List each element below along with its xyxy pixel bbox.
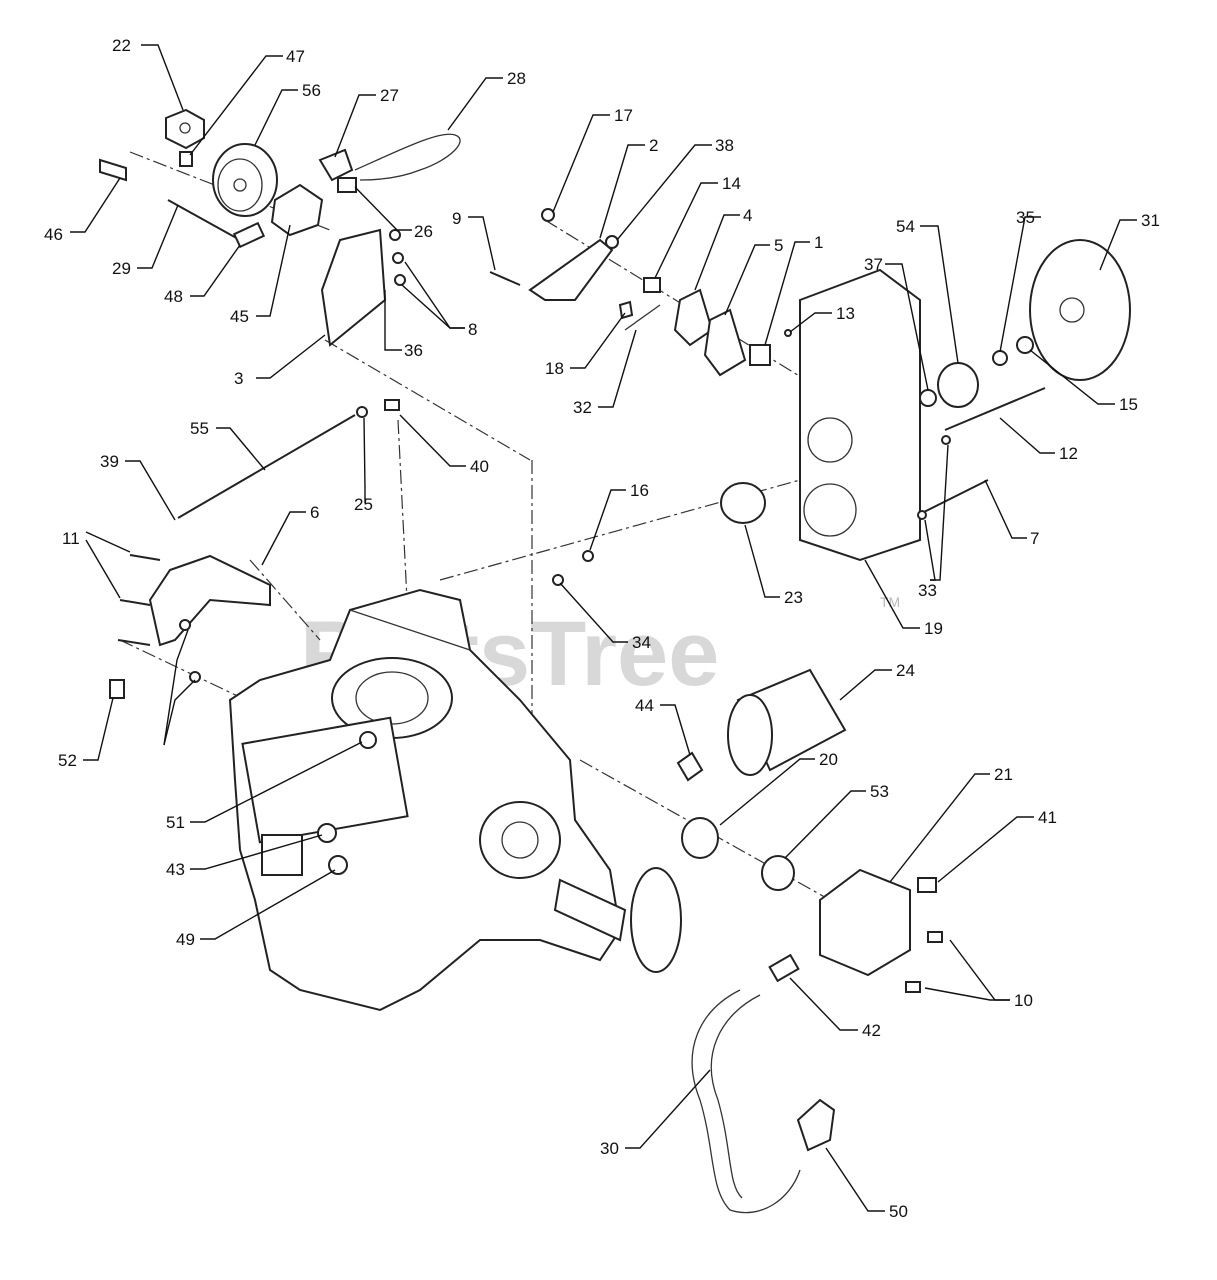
callout-label: 24 <box>896 661 915 680</box>
callout-label: 15 <box>1119 395 1138 414</box>
callout-label: 42 <box>862 1021 881 1040</box>
callout-label: 47 <box>286 47 305 66</box>
callout-label: 25 <box>354 495 373 514</box>
callout-label: 55 <box>190 419 209 438</box>
callout-label: 39 <box>100 452 119 471</box>
callout-label: 33 <box>918 581 937 600</box>
callout-label: 37 <box>864 255 883 274</box>
callout-label: 7 <box>1030 529 1039 548</box>
callout-label: 3 <box>234 369 243 388</box>
callout-label: 9 <box>452 209 461 228</box>
callout-label: 26 <box>414 222 433 241</box>
callout-label: 54 <box>896 217 915 236</box>
callout-label: 2 <box>649 136 658 155</box>
callout-label: 28 <box>507 69 526 88</box>
callout-label: 11 <box>62 529 80 548</box>
callout-label: 53 <box>870 782 889 801</box>
watermark-trademark: TM <box>880 594 900 610</box>
callout-label: 56 <box>302 81 321 100</box>
callout-label: 35 <box>1016 208 1035 227</box>
callout-label: 16 <box>630 481 649 500</box>
callout-label: 49 <box>176 930 195 949</box>
callout-label: 40 <box>470 457 489 476</box>
parts-drawing <box>99 108 1131 1214</box>
callout-label: 43 <box>166 860 185 879</box>
callout-labels: 22 47 56 27 28 46 29 48 45 26 3 36 8 17 … <box>44 36 1160 1221</box>
callout-label: 14 <box>722 174 741 193</box>
callout-label: 31 <box>1141 211 1160 230</box>
callout-label: 5 <box>774 236 783 255</box>
callout-label: 51 <box>166 813 185 832</box>
callout-label: 48 <box>164 287 183 306</box>
callout-label: 8 <box>468 320 477 339</box>
callout-label: 22 <box>112 36 131 55</box>
callout-label: 45 <box>230 307 249 326</box>
callout-label: 52 <box>58 751 77 770</box>
callout-label: 32 <box>573 398 592 417</box>
callout-label: 20 <box>819 750 838 769</box>
callout-label: 36 <box>404 341 423 360</box>
callout-label: 23 <box>784 588 803 607</box>
callout-label: 50 <box>889 1202 908 1221</box>
callout-label: 18 <box>545 359 564 378</box>
callout-label: 29 <box>112 259 131 278</box>
callout-label: 30 <box>600 1139 619 1158</box>
callout-label: 46 <box>44 225 63 244</box>
callout-label: 17 <box>614 106 633 125</box>
callout-label: 6 <box>310 503 319 522</box>
callout-label: 13 <box>836 304 855 323</box>
callout-label: 10 <box>1014 991 1033 1010</box>
callout-label: 41 <box>1038 808 1057 827</box>
callout-label: 27 <box>380 86 399 105</box>
leader-lines <box>70 44 1137 1212</box>
callout-label: 34 <box>632 633 651 652</box>
callout-label: 4 <box>743 206 752 225</box>
callout-label: 38 <box>715 136 734 155</box>
callout-label: 44 <box>635 696 654 715</box>
callout-label: 19 <box>924 619 943 638</box>
callout-label: 21 <box>994 765 1013 784</box>
callout-label: 12 <box>1059 444 1078 463</box>
callout-label: 1 <box>814 233 823 252</box>
